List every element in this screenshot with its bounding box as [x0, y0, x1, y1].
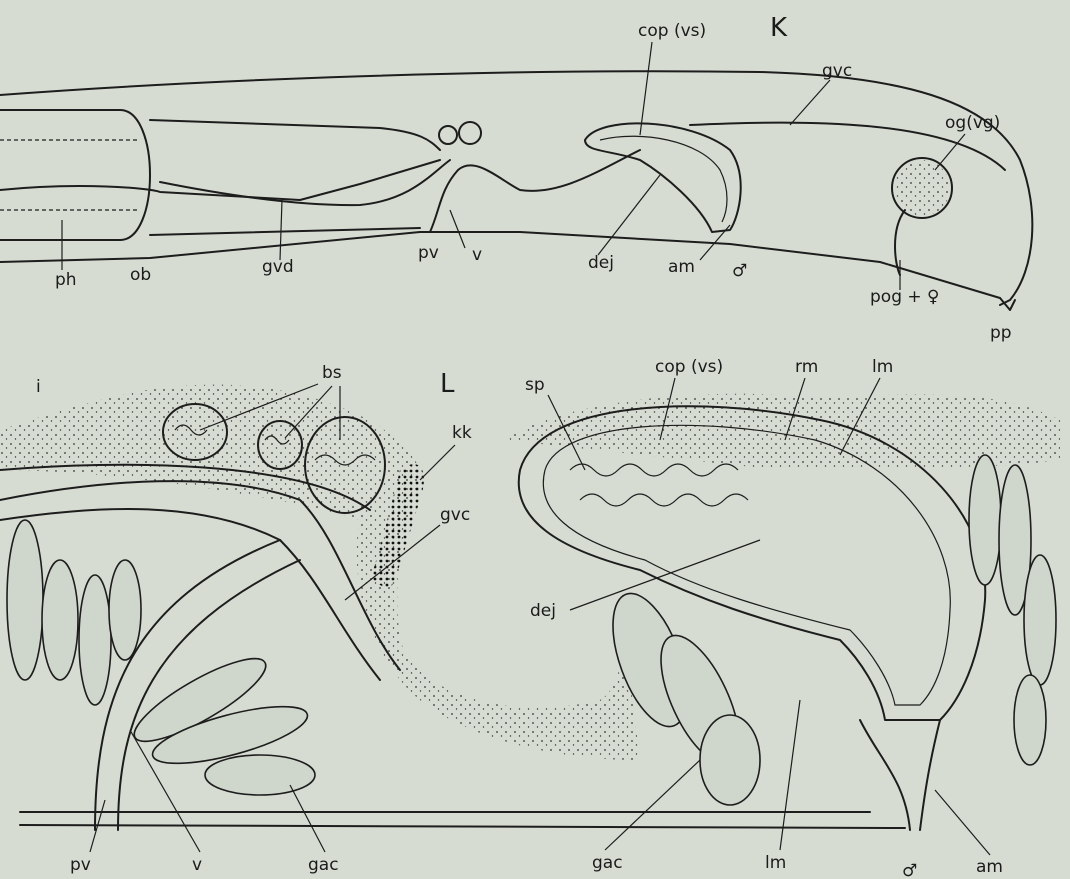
k-pv	[430, 150, 640, 232]
k-pharynx-lumen	[0, 140, 140, 210]
k-v-cells	[439, 126, 457, 144]
k-gvd-lower	[150, 228, 420, 235]
l-sp	[570, 464, 748, 506]
l-label-am: am	[976, 857, 1003, 877]
l-label-gac-left: gac	[308, 855, 339, 875]
l-label-pv: pv	[70, 855, 91, 875]
l-label-lm-top: lm	[872, 357, 893, 377]
l-label-gvc: gvc	[440, 505, 470, 525]
k-pharynx-lower	[0, 160, 440, 200]
l-label-rm: rm	[795, 357, 818, 377]
l-label-cop: cop (vs)	[655, 357, 723, 377]
panel-l: L i bs kk gvc sp cop (vs) rm lm dej pv v…	[0, 357, 1060, 879]
l-label-male: ♂	[902, 861, 917, 879]
l-am	[860, 720, 940, 830]
l-floor	[20, 812, 905, 828]
l-label-kk: kk	[452, 423, 472, 443]
k-label-v: v	[472, 245, 482, 265]
k-label-gvc: gvc	[822, 61, 852, 81]
k-label-male: ♂	[732, 261, 747, 281]
l-label-gac-right: gac	[592, 853, 623, 873]
k-label-am: am	[668, 257, 695, 277]
panel-k: K cop (vs) gvc og(vg) ph ob gvd pv v dej…	[0, 13, 1032, 343]
k-gvd	[150, 120, 450, 205]
k-label-pog: pog + ♀	[870, 287, 940, 307]
k-v-cells-2	[459, 122, 481, 144]
l-label-dej: dej	[530, 601, 556, 621]
k-label-og: og(vg)	[945, 113, 1000, 133]
l-left-glands	[7, 520, 315, 795]
k-label-gvd: gvd	[262, 257, 294, 277]
k-label-pp: pp	[990, 323, 1012, 343]
l-label-bs: bs	[322, 363, 342, 383]
l-label-v: v	[192, 855, 202, 875]
k-og-fill	[894, 160, 950, 216]
k-cop	[585, 123, 741, 232]
k-label-ph: ph	[55, 270, 77, 290]
k-label-cop: cop (vs)	[638, 21, 706, 41]
l-label-sp: sp	[525, 375, 545, 395]
l-label-lm-bottom: lm	[765, 853, 786, 873]
k-letter: K	[770, 13, 788, 43]
k-cop-inner	[600, 136, 727, 222]
l-label-i: i	[36, 377, 41, 397]
l-right-glands	[598, 455, 1056, 805]
l-letter: L	[440, 369, 455, 399]
k-pharynx	[0, 110, 150, 240]
l-tissue-right	[505, 394, 1060, 470]
k-label-pv: pv	[418, 243, 439, 263]
k-label-dej: dej	[588, 253, 614, 273]
k-label-ob: ob	[130, 265, 151, 285]
